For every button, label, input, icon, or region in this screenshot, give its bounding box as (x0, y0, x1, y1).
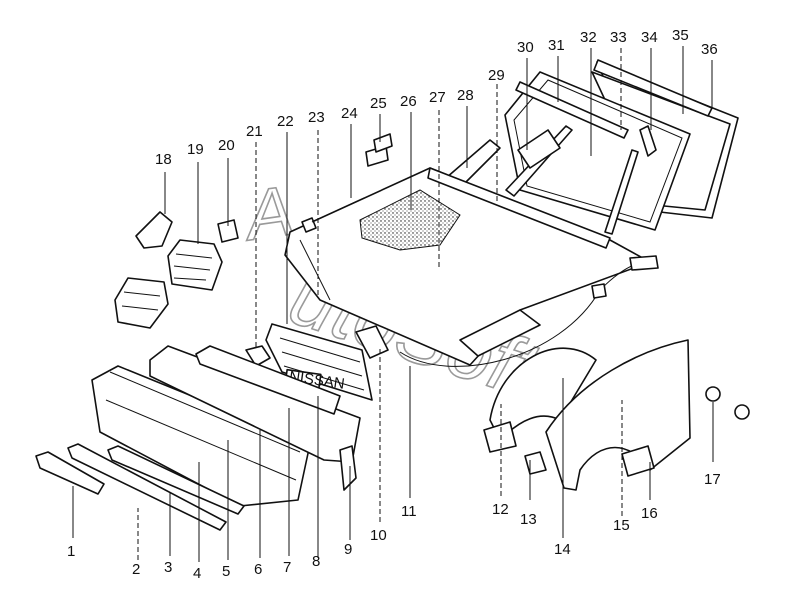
callout-6: 6 (254, 561, 262, 578)
wiper-arms (445, 125, 639, 235)
callout-numbers: 1 2 3 4 5 6 7 8 9 10 11 12 13 14 15 16 1… (67, 27, 721, 582)
wheel-house-liner (483, 347, 597, 453)
callout-21: 21 (246, 123, 263, 140)
callout-1: 1 (67, 543, 75, 560)
callout-35: 35 (672, 27, 689, 44)
callout-30: 30 (517, 39, 534, 56)
leader-lines (72, 46, 714, 562)
callout-2: 2 (132, 561, 140, 578)
callout-29: 29 (488, 67, 505, 84)
callout-18: 18 (155, 151, 172, 168)
callout-15: 15 (613, 517, 630, 534)
callout-4: 4 (193, 565, 201, 582)
callout-5: 5 (222, 563, 230, 580)
front-fender (545, 339, 691, 491)
callout-36: 36 (701, 41, 718, 58)
callout-34: 34 (641, 29, 658, 46)
callout-10: 10 (370, 527, 387, 544)
callout-25: 25 (370, 95, 387, 112)
callout-7: 7 (283, 559, 291, 576)
hood (284, 167, 651, 366)
front-bumper (35, 345, 361, 531)
callout-19: 19 (187, 141, 204, 158)
callout-28: 28 (457, 87, 474, 104)
callout-26: 26 (400, 93, 417, 110)
callout-22: 22 (277, 113, 294, 130)
callout-20: 20 (218, 137, 235, 154)
callout-32: 32 (580, 29, 597, 46)
callout-9: 9 (344, 541, 352, 558)
callout-13: 13 (520, 511, 537, 528)
callout-17: 17 (704, 471, 721, 488)
grille (245, 323, 373, 401)
callout-31: 31 (548, 37, 565, 54)
callout-12: 12 (492, 501, 509, 518)
windshield-glass (504, 61, 739, 231)
callout-23: 23 (308, 109, 325, 126)
callout-14: 14 (554, 541, 571, 558)
turn-signal-lamp (135, 211, 173, 249)
callout-16: 16 (641, 505, 658, 522)
hood-hinges (301, 133, 393, 233)
hood-release-cable (399, 255, 659, 367)
callout-24: 24 (341, 105, 358, 122)
callout-3: 3 (164, 559, 172, 576)
callout-8: 8 (312, 553, 320, 570)
callout-27: 27 (429, 89, 446, 106)
callout-33: 33 (610, 29, 627, 46)
callout-11: 11 (401, 503, 417, 520)
headlamp-assembly (114, 219, 239, 329)
